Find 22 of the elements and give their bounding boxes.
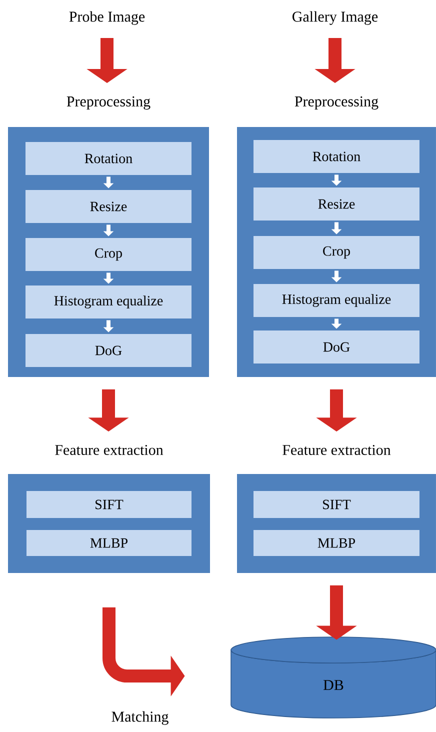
step-box: DoG — [254, 330, 420, 364]
edge-label: Matching — [110, 710, 170, 726]
node-label: Preprocessing — [66, 96, 150, 110]
step-box: Crop — [254, 236, 420, 269]
node-label: Feature extraction — [282, 444, 391, 456]
database-cylinder: DB — [230, 636, 436, 718]
step-box: Resize — [26, 190, 192, 223]
step-box: Histogram equalize — [26, 286, 192, 318]
node-label: Preprocessing — [294, 96, 378, 110]
stage-label: Gallery Image — [292, 11, 378, 25]
step-box: Histogram equalize — [254, 284, 420, 317]
step-box: MLBP — [254, 530, 420, 556]
step-box: SIFT — [254, 491, 420, 518]
step-box: Rotation — [26, 142, 192, 175]
step-box: Resize — [254, 188, 420, 220]
step-box: Crop — [26, 238, 192, 271]
stage-label: Probe Image — [69, 11, 145, 25]
step-box: SIFT — [26, 491, 192, 518]
step-box: DoG — [26, 334, 192, 367]
node-label: Feature extraction — [55, 444, 164, 456]
step-box: Rotation — [254, 140, 420, 173]
step-box: MLBP — [26, 530, 192, 556]
